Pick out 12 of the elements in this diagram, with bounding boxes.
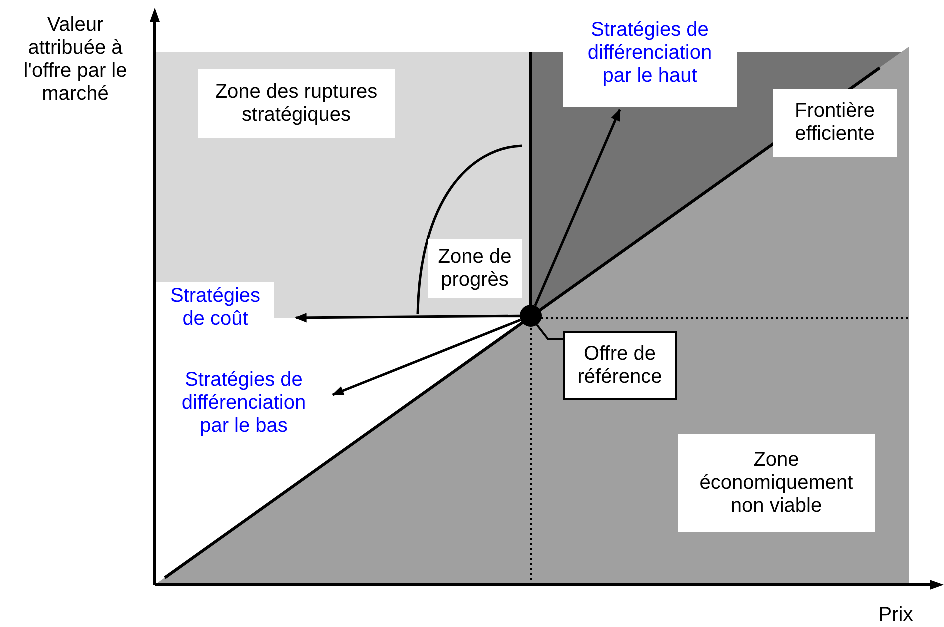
leader-line <box>536 324 563 340</box>
arrow <box>332 318 522 396</box>
axis-title: Valeur attribuée à l'offre par le marché <box>22 14 128 106</box>
arrow <box>294 313 520 323</box>
reference-offer-box: Offre de référence <box>563 331 677 400</box>
zone-label: Zone des ruptures stratégiques <box>198 69 395 138</box>
arrow <box>534 108 622 306</box>
zone-label: Zone de progrès <box>428 239 522 298</box>
frontier-label: Frontière efficiente <box>773 89 897 157</box>
zone-label: Zone économiquement non viable <box>678 434 875 532</box>
axis-title: Prix <box>878 604 914 627</box>
strategy-label: Stratégies de différenciation par le bas <box>160 364 328 442</box>
